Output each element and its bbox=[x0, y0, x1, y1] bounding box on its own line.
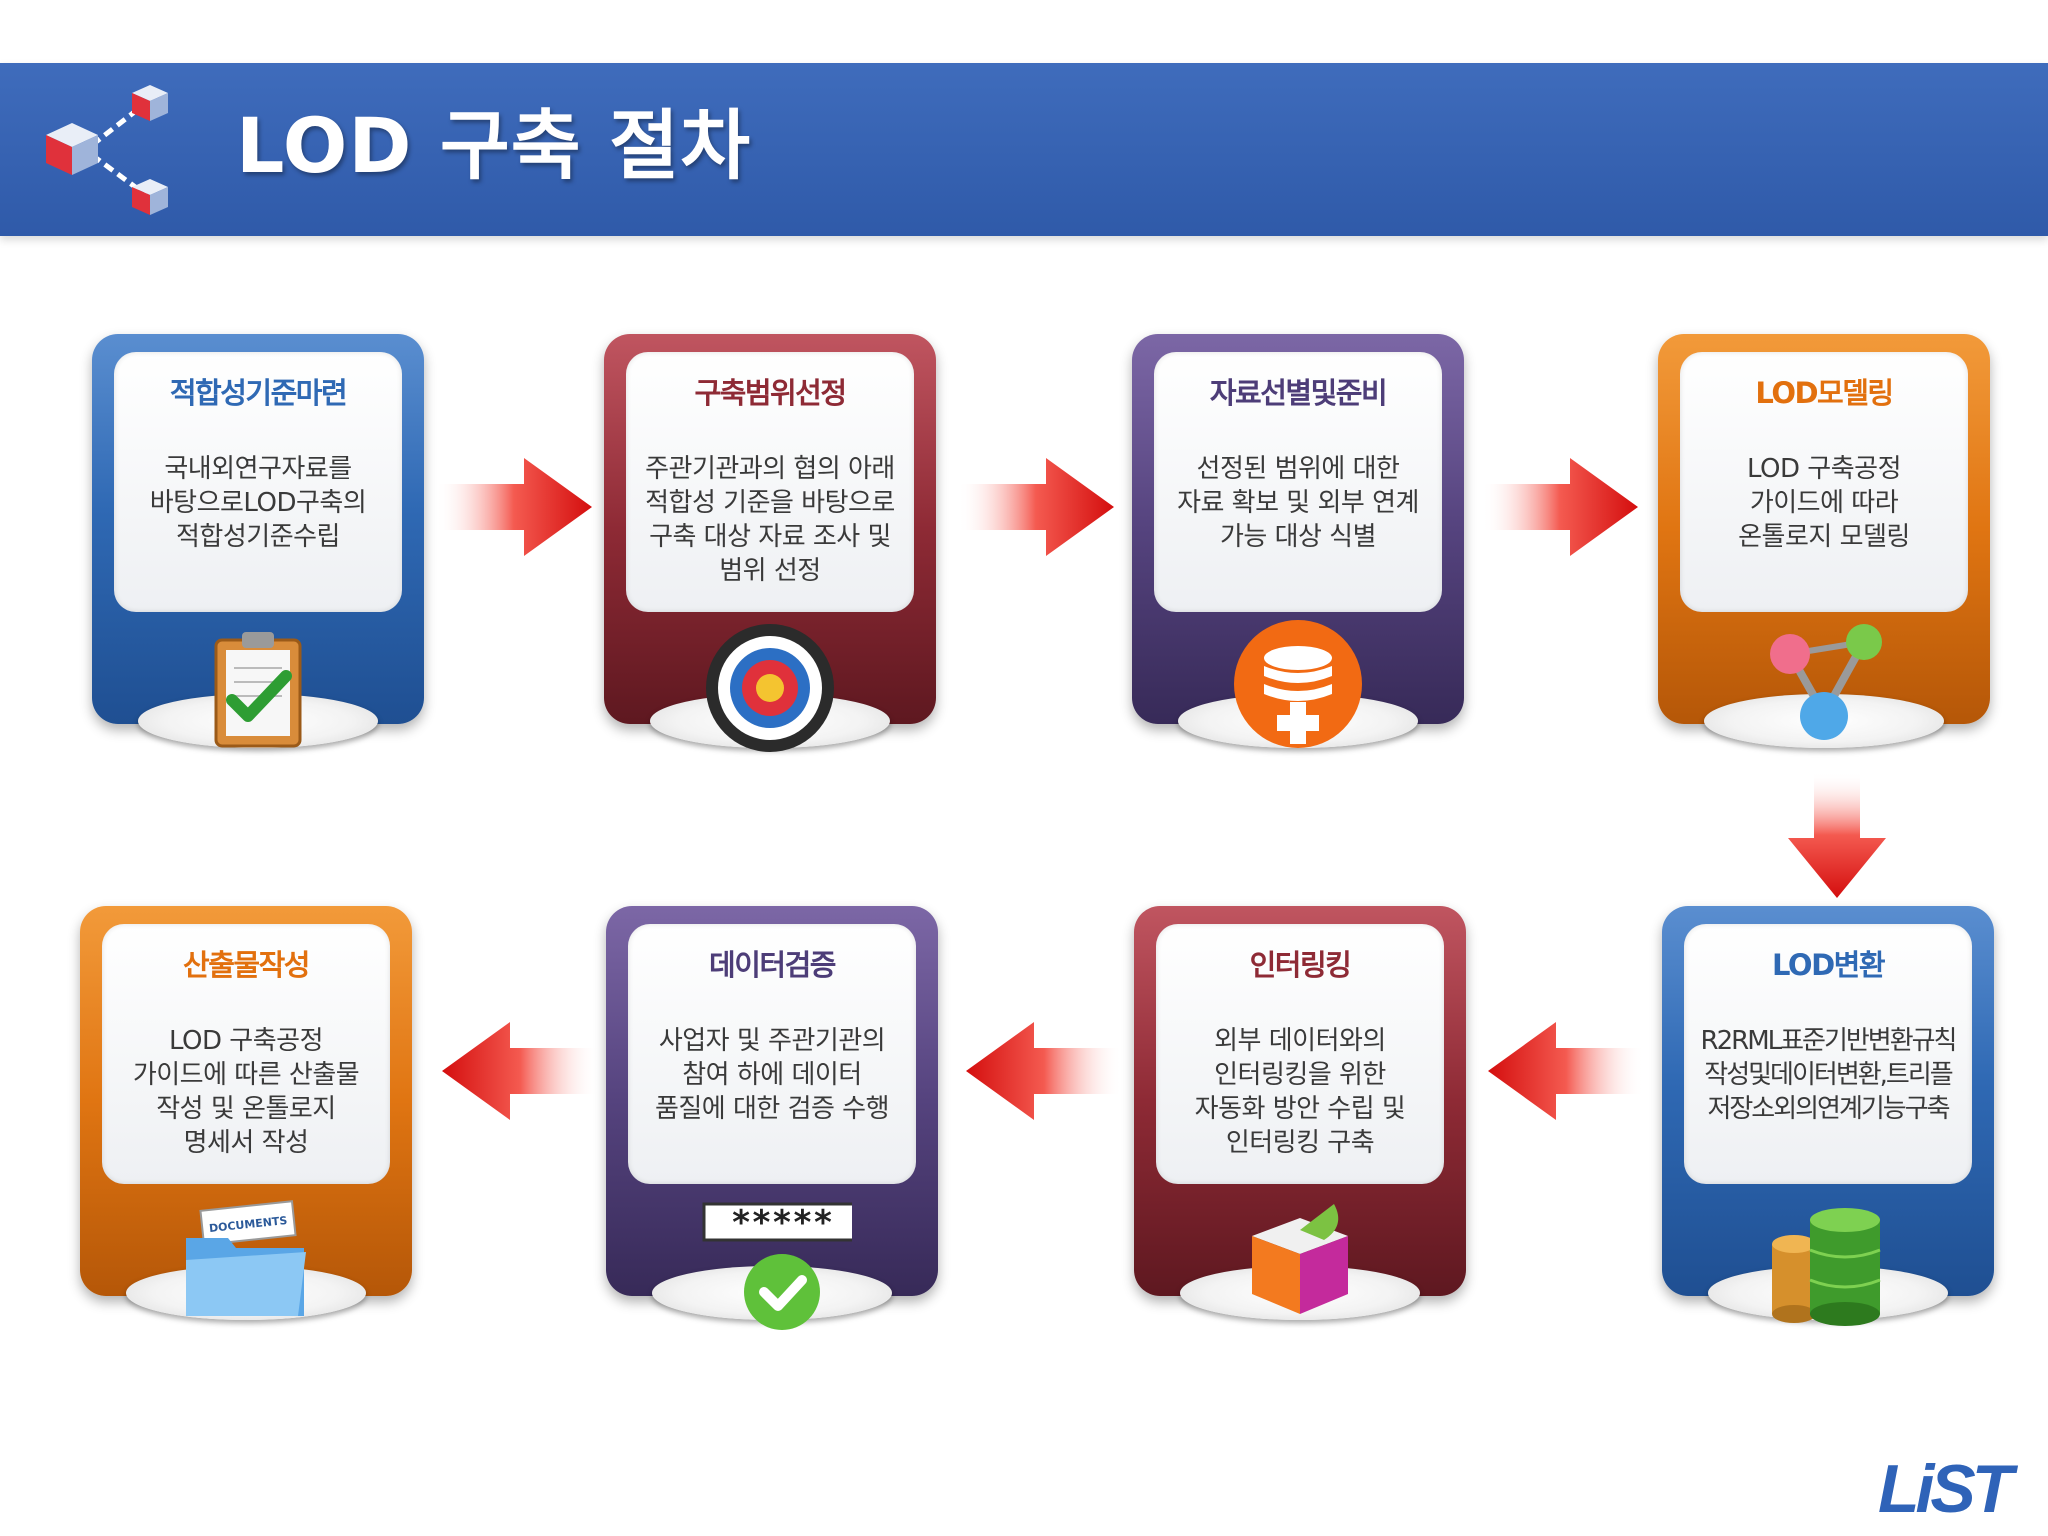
card-panel: 인터링킹 외부 데이터와의 인터링킹을 위한 자동화 방안 수립 및 인터링킹 … bbox=[1156, 924, 1444, 1184]
step-title: 자료선별및준비 bbox=[1209, 376, 1388, 410]
cube-icon bbox=[1252, 1204, 1348, 1314]
step-description: 사업자 및 주관기관의 참여 하에 데이터 품질에 대한 검증 수행 bbox=[654, 1026, 890, 1124]
card-panel: 구축범위선정 주관기관과의 협의 아래 적합성 기준을 바탕으로 구축 대상 자… bbox=[626, 352, 914, 612]
step-description: 주관기관과의 협의 아래 적합성 기준을 바탕으로 구축 대상 자료 조사 및 … bbox=[645, 454, 895, 586]
arrow-left-icon bbox=[1488, 1022, 1644, 1120]
arrow-down-icon bbox=[1788, 772, 1886, 898]
logo-text: LiST bbox=[1878, 1452, 2019, 1518]
password-check-icon: ***** bbox=[702, 1202, 852, 1330]
card-panel: 산출물작성 LOD 구축공정 가이드에 따른 산출물 작성 및 온톨로지 명세서… bbox=[102, 924, 390, 1184]
arrow-right-icon bbox=[958, 458, 1114, 556]
header-bar: LOD 구축 절차 bbox=[0, 63, 2048, 236]
password-mask-text: ***** bbox=[731, 1203, 833, 1243]
step-card-7: 데이터검증 사업자 및 주관기관의 참여 하에 데이터 품질에 대한 검증 수행… bbox=[606, 906, 938, 1330]
step-title: 산출물작성 bbox=[183, 948, 310, 982]
step-title: LOD모델링 bbox=[1755, 376, 1894, 410]
card-panel: 적합성기준마련 국내외연구자료를 바탕으로LOD구축의 적합성기준수립 bbox=[114, 352, 402, 612]
step-title: 데이터검증 bbox=[709, 948, 836, 982]
step-card-3: 자료선별및준비 선정된 범위에 대한 자료 확보 및 외부 연계 가능 대상 식… bbox=[1132, 334, 1464, 748]
step-description: LOD 구축공정 가이드에 따른 산출물 작성 및 온톨로지 명세서 작성 bbox=[132, 1026, 360, 1158]
card-panel: 자료선별및준비 선정된 범위에 대한 자료 확보 및 외부 연계 가능 대상 식… bbox=[1154, 352, 1442, 612]
clipboard-check-icon bbox=[214, 632, 302, 748]
page-title: LOD 구축 절차 bbox=[236, 101, 752, 190]
card-panel: 데이터검증 사업자 및 주관기관의 참여 하에 데이터 품질에 대한 검증 수행 bbox=[628, 924, 916, 1184]
step-description: R2RML표준기반변환규칙 작성및데이터변환,트리플 저장소외의연계기능구축 bbox=[1700, 1026, 1958, 1124]
arrow-right-icon bbox=[1482, 458, 1638, 556]
step-title: 적합성기준마련 bbox=[169, 376, 348, 410]
network-cubes-icon bbox=[46, 85, 168, 215]
arrow-left-icon bbox=[442, 1022, 598, 1120]
step-title: 구축범위선정 bbox=[694, 376, 847, 410]
step-card-6: 인터링킹 외부 데이터와의 인터링킹을 위한 자동화 방안 수립 및 인터링킹 … bbox=[1134, 906, 1466, 1320]
target-icon bbox=[706, 624, 834, 752]
step-description: 선정된 범위에 대한 자료 확보 및 외부 연계 가능 대상 식별 bbox=[1177, 454, 1419, 552]
step-description: 외부 데이터와의 인터링킹을 위한 자동화 방안 수립 및 인터링킹 구축 bbox=[1194, 1026, 1406, 1158]
documents-folder-icon: DOCUMENTS bbox=[186, 1200, 306, 1316]
step-title: 인터링킹 bbox=[1249, 948, 1352, 982]
step-card-2: 구축범위선정 주관기관과의 협의 아래 적합성 기준을 바탕으로 구축 대상 자… bbox=[604, 334, 936, 752]
step-card-5: LOD변환 R2RML표준기반변환규칙 작성및데이터변환,트리플 저장소외의연계… bbox=[1662, 906, 1994, 1326]
step-card-1: 적합성기준마련 국내외연구자료를 바탕으로LOD구축의 적합성기준수립 bbox=[92, 334, 424, 748]
database-stack-icon bbox=[1772, 1208, 1881, 1326]
list-logo: LiST bbox=[1878, 1452, 2023, 1518]
molecule-icon bbox=[1770, 624, 1882, 740]
step-card-8: 산출물작성 LOD 구축공정 가이드에 따른 산출물 작성 및 온톨로지 명세서… bbox=[80, 906, 412, 1320]
arrow-right-icon bbox=[436, 458, 592, 556]
card-panel: LOD변환 R2RML표준기반변환규칙 작성및데이터변환,트리플 저장소외의연계… bbox=[1684, 924, 1972, 1184]
card-panel: LOD모델링 LOD 구축공정 가이드에 따라 온톨로지 모델링 bbox=[1680, 352, 1968, 612]
step-description: LOD 구축공정 가이드에 따라 온톨로지 모델링 bbox=[1738, 454, 1910, 552]
step-description: 국내외연구자료를 바탕으로LOD구축의 적합성기준수립 bbox=[149, 454, 367, 552]
step-title: LOD변환 bbox=[1771, 948, 1886, 982]
arrow-left-icon bbox=[966, 1022, 1122, 1120]
step-card-4: LOD모델링 LOD 구축공정 가이드에 따라 온톨로지 모델링 bbox=[1658, 334, 1990, 748]
database-add-icon bbox=[1234, 620, 1362, 748]
